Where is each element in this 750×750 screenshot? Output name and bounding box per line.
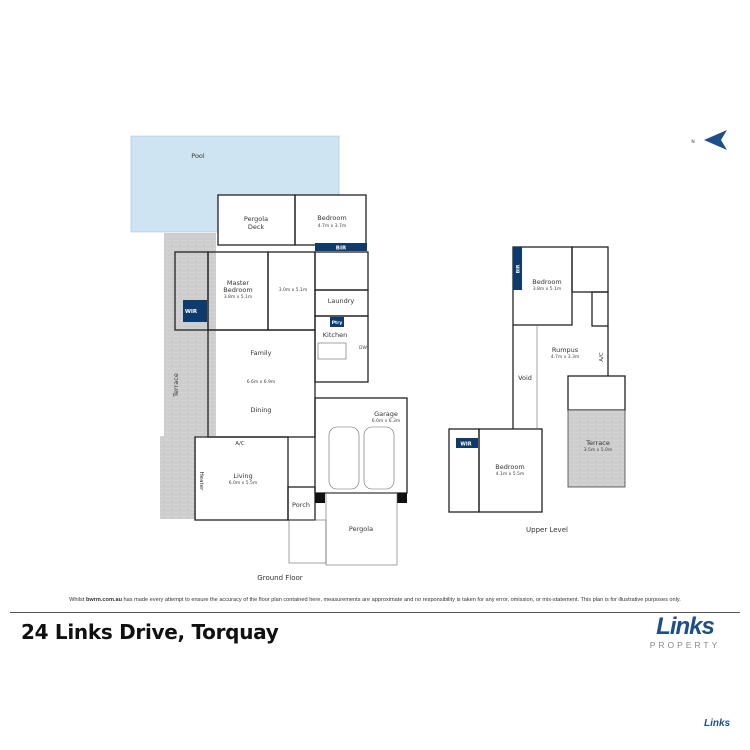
svg-text:Pergola: Pergola: [244, 215, 268, 223]
svg-text:Dining: Dining: [251, 406, 272, 414]
svg-text:DW: DW: [359, 345, 367, 351]
svg-text:3.8m x 5.1m: 3.8m x 5.1m: [224, 294, 253, 300]
svg-text:Bedroom: Bedroom: [495, 463, 524, 471]
svg-text:Bedroom: Bedroom: [223, 286, 252, 294]
svg-text:Heater: Heater: [198, 472, 204, 491]
bir-wardrobe: [513, 247, 522, 290]
car-icon: [328, 426, 360, 490]
svg-text:A/C: A/C: [235, 441, 245, 447]
svg-text:6.6m x 6.9m: 6.6m x 6.9m: [247, 379, 276, 385]
svg-text:A/C: A/C: [599, 352, 605, 362]
disclaimer-site-link: bwrm.com.au: [85, 597, 122, 603]
svg-text:3.8m x 5.1m: 3.8m x 5.1m: [533, 286, 562, 292]
svg-text:Bedroom: Bedroom: [532, 278, 561, 286]
svg-text:Porch: Porch: [292, 501, 310, 509]
svg-text:Garage: Garage: [374, 410, 398, 418]
svg-text:4.7m x 3.3m: 4.7m x 3.3m: [551, 354, 580, 360]
svg-text:BIR: BIR: [336, 246, 347, 252]
svg-text:Laundry: Laundry: [328, 297, 355, 305]
disclaimer: Whilst bwrm.com.au has made every attemp…: [69, 597, 681, 603]
svg-text:3.0m x 5.1m: 3.0m x 5.1m: [279, 287, 308, 293]
small-brand-logo: Links: [704, 718, 731, 729]
svg-text:Living: Living: [233, 472, 252, 480]
svg-text:Rumpus: Rumpus: [552, 346, 579, 354]
svg-text:BIR: BIR: [516, 264, 522, 273]
pantry: [330, 317, 344, 327]
svg-text:6.0m x 5.5m: 6.0m x 5.5m: [229, 480, 258, 486]
room-bedroom-upper-2: [478, 428, 543, 513]
svg-text:3.5m x 5.0m: 3.5m x 5.0m: [584, 447, 613, 453]
svg-text:6.0m x 6.3m: 6.0m x 6.3m: [372, 418, 401, 424]
room-living: [194, 436, 289, 521]
terrace-area: [164, 233, 216, 436]
svg-text:Kitchen: Kitchen: [323, 331, 347, 339]
svg-text:Deck: Deck: [248, 223, 265, 231]
pool: [130, 135, 340, 233]
wir-wardrobe: [183, 300, 207, 322]
svg-text:Bedroom: Bedroom: [317, 214, 346, 222]
svg-text:Pergola: Pergola: [349, 525, 373, 533]
upper-level-plan: BIR Bedroom 3.8m x 5.1m Rumpus 4.7m x 3.…: [448, 246, 626, 534]
car-icon: [363, 426, 395, 490]
upper-terrace: [567, 409, 626, 488]
svg-text:N: N: [691, 139, 694, 145]
bir-wardrobe: [315, 243, 367, 251]
svg-text:4.1m x 5.5m: 4.1m x 5.5m: [496, 471, 525, 477]
pergola: [325, 492, 398, 566]
svg-text:Void: Void: [518, 374, 532, 382]
upper-level-label: Upper Level: [526, 526, 568, 534]
ground-floor-label: Ground Floor: [257, 574, 303, 582]
svg-text:Pool: Pool: [191, 152, 205, 160]
svg-text:4.7m x 3.7m: 4.7m x 3.7m: [318, 223, 347, 229]
page-title: 24 Links Drive, Torquay: [21, 620, 279, 644]
svg-text:Family: Family: [251, 349, 272, 357]
north-arrow-icon: N: [691, 130, 727, 150]
brand-logo: Links PROPERTY: [649, 613, 721, 651]
svg-text:Master: Master: [227, 279, 250, 287]
svg-text:Ptry: Ptry: [332, 320, 343, 326]
svg-text:Terrace: Terrace: [585, 439, 610, 447]
wir-wardrobe: [456, 438, 478, 448]
svg-text:WIR: WIR: [460, 442, 471, 448]
ground-floor-plan: Pool Terrace Pergola Deck Bedroom 4.7m x…: [130, 135, 408, 582]
divider: [10, 612, 740, 613]
svg-text:Terrace: Terrace: [172, 373, 180, 398]
svg-text:WIR: WIR: [185, 309, 198, 315]
